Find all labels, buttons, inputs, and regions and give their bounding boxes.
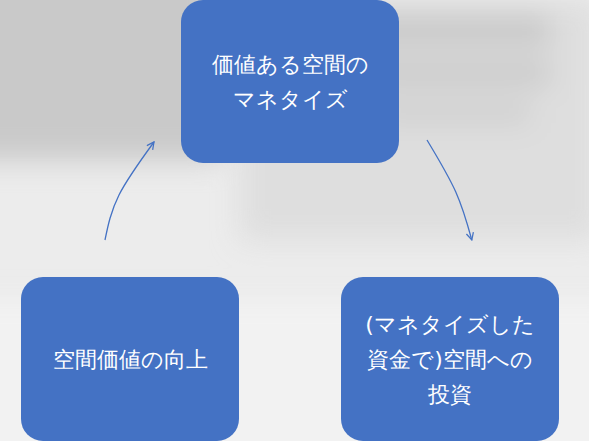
process-box: 価値ある空間の マネタイズ <box>181 0 399 163</box>
flow-arrow <box>427 140 472 240</box>
keyboard-row <box>380 100 530 124</box>
flow-arrow <box>105 142 154 240</box>
process-box: (マネタイズした 資金で)空間への 投資 <box>341 277 559 441</box>
box-label: (マネタイズした 資金で)空間への 投資 <box>341 307 559 412</box>
process-box: 空間価値の向上 <box>21 277 239 441</box>
box-label: 空間価値の向上 <box>21 342 239 377</box>
box-label: 価値ある空間の マネタイズ <box>181 47 399 117</box>
